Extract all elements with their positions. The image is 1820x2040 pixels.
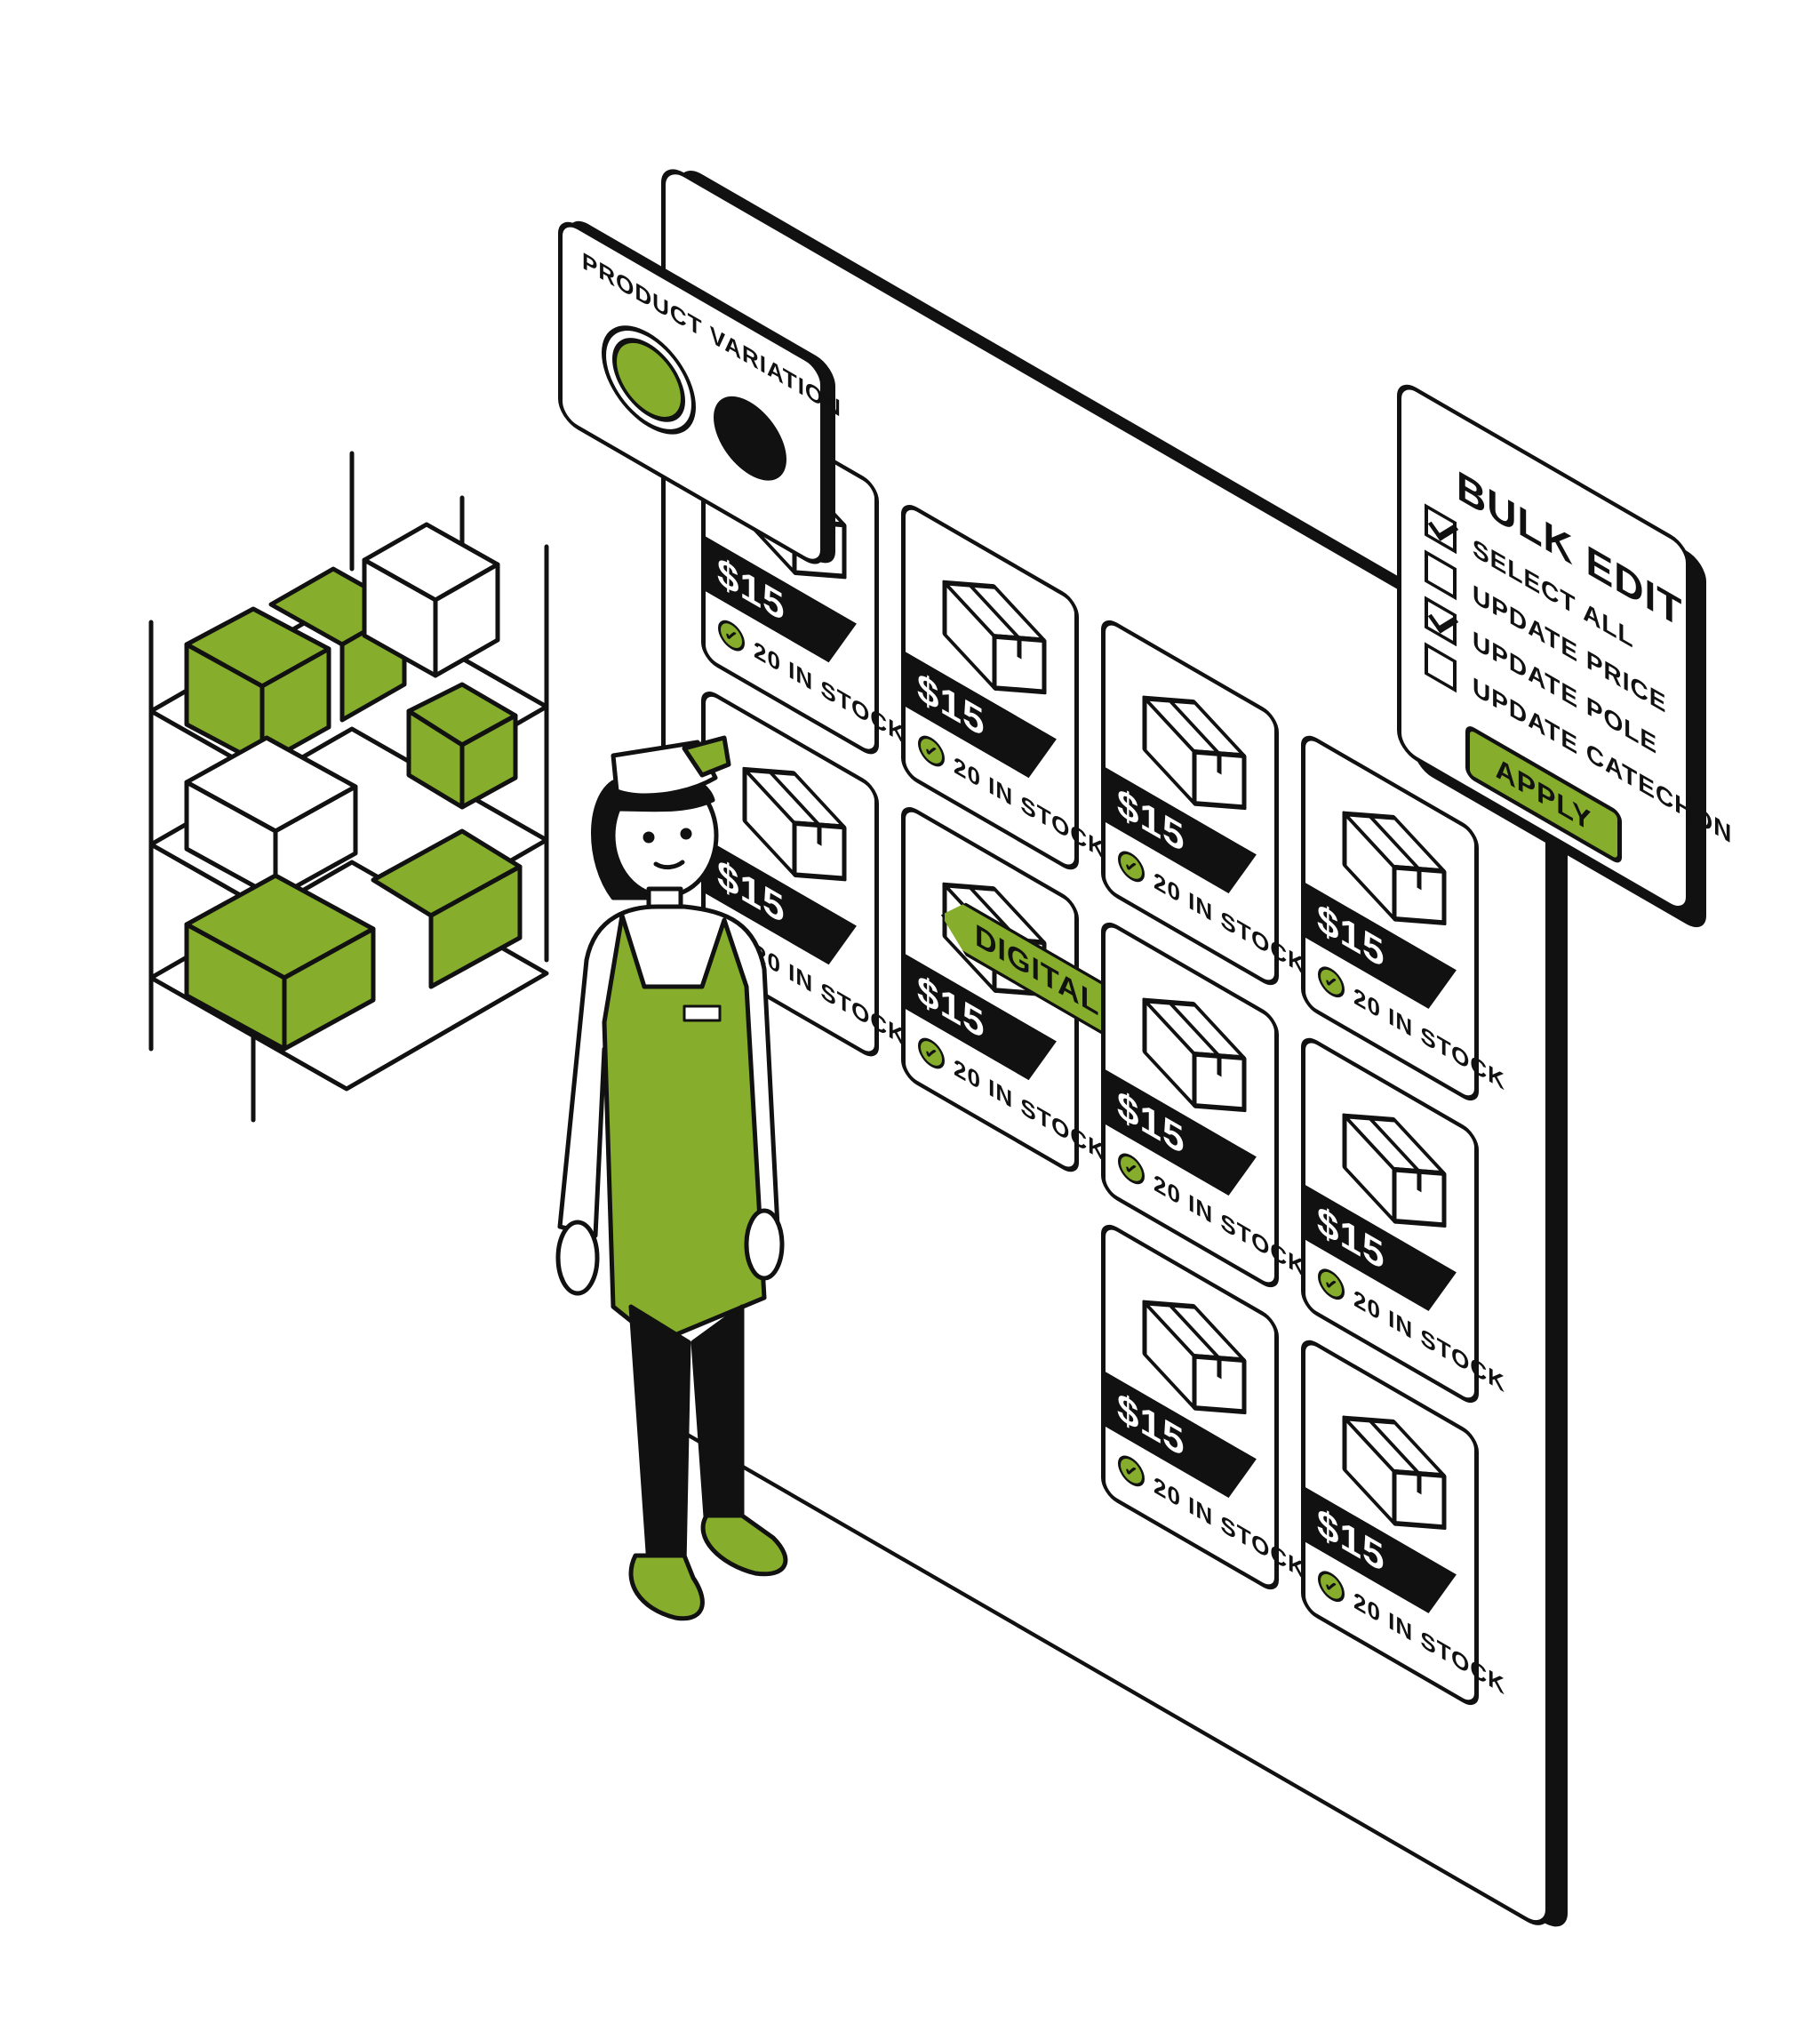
product-card[interactable]: $15✓20 IN STOCK [1101, 1218, 1305, 1596]
store-worker [555, 735, 788, 1621]
box-icon [1142, 695, 1247, 811]
box-icon [742, 766, 847, 882]
product-grid-board: $15✓20 IN STOCK$15✓20 IN STOCK$15✓20 IN … [661, 159, 1550, 1935]
product-card[interactable]: $15✓20 IN STOCK [1301, 1333, 1505, 1712]
illustration-scene: $15✓20 IN STOCK$15✓20 IN STOCK$15✓20 IN … [0, 0, 1820, 1820]
check-icon: ✓ [1118, 845, 1145, 888]
product-card[interactable]: $15✓20 IN STOCK [1101, 613, 1305, 992]
checkbox-icon[interactable] [1425, 642, 1457, 693]
box-icon [1342, 1415, 1447, 1530]
swatch-green[interactable] [612, 322, 685, 438]
product-card[interactable]: $15✓20 IN STOCK [901, 498, 1106, 876]
check-icon: ✓ [918, 730, 945, 772]
check-icon: ✓ [1118, 1450, 1145, 1492]
box-icon [942, 580, 1047, 695]
product-card[interactable]: $15✓20 IN STOCK [701, 684, 906, 1063]
storage-shelf [148, 451, 549, 1123]
check-icon: ✓ [1318, 1565, 1345, 1608]
checkbox-icon[interactable] [1425, 549, 1457, 601]
checkbox-icon[interactable] [1425, 596, 1457, 647]
box-icon [1142, 997, 1247, 1113]
box-icon [1342, 811, 1447, 925]
check-icon: ✓ [1118, 1148, 1145, 1190]
product-card[interactable]: $15✓20 IN STOCK [1301, 1031, 1505, 1410]
check-icon: ✓ [1318, 1263, 1345, 1306]
product-card[interactable]: $15✓20 IN STOCK [1301, 729, 1505, 1108]
checkbox-icon[interactable] [1425, 503, 1457, 555]
swatch-black[interactable] [714, 380, 786, 496]
check-icon: ✓ [918, 1032, 945, 1075]
check-icon: ✓ [1318, 961, 1345, 1004]
product-card[interactable]: $15✓20 IN STOCK [1101, 916, 1305, 1294]
check-icon: ✓ [718, 614, 745, 657]
box-icon [1342, 1113, 1447, 1228]
box-icon [1142, 1300, 1247, 1415]
